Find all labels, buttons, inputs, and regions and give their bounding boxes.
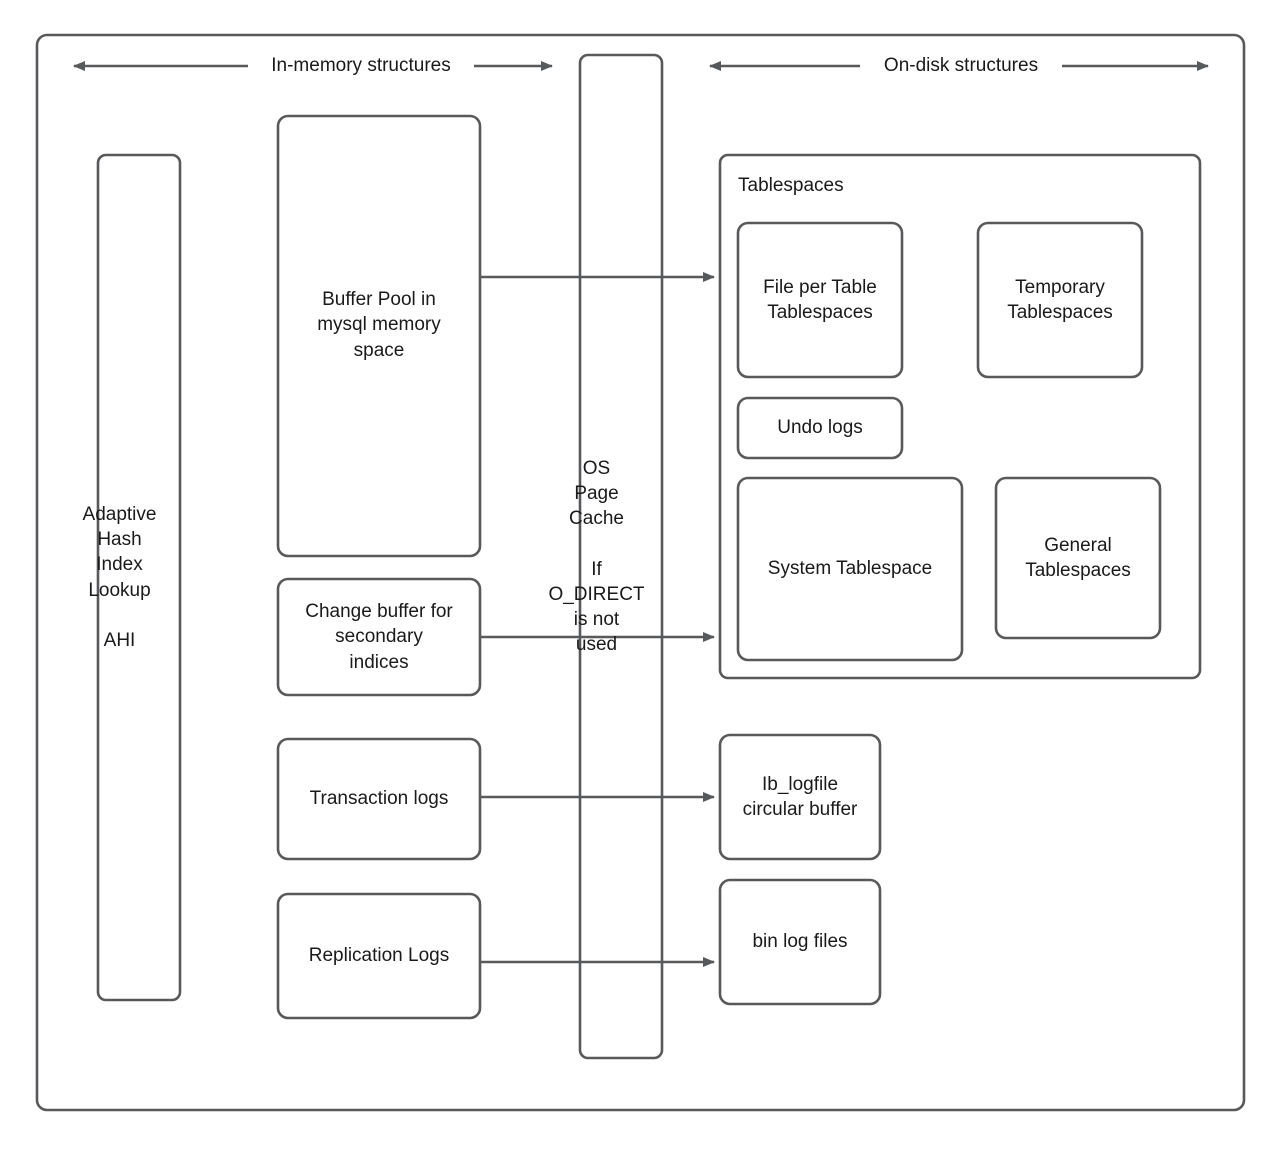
buffer-pool-label: Buffer Pool in mysql memory space	[317, 289, 441, 361]
ahi-box	[96, 153, 182, 1002]
ahi-label: Adaptive Hash Index Lookup AHI	[82, 504, 157, 651]
system-tablespace-node[interactable]: System Tablespace	[738, 478, 962, 660]
system-tablespace-box	[736, 476, 964, 662]
undo-logs-node[interactable]: Undo logs	[738, 398, 902, 458]
replication-logs-label: Replication Logs	[308, 945, 450, 967]
replication-logs-node[interactable]: Replication Logs	[278, 894, 480, 1018]
os-page-cache-node[interactable]: OS Page Cache If O_DIRECT is not used	[548, 55, 662, 1058]
os-page-cache-label: OS Page Cache If O_DIRECT is not used	[548, 458, 645, 655]
tablespaces-group-box	[718, 153, 1202, 680]
ib-logfile-node[interactable]: Ib_logfile circular buffer	[720, 735, 880, 859]
system-tablespace-label: System Tablespace	[767, 558, 933, 580]
buffer-pool-box	[276, 114, 482, 558]
ib-logfile-label: Ib_logfile circular buffer	[742, 773, 858, 820]
ib-logfile-box	[718, 733, 882, 861]
ahi-node[interactable]: Adaptive Hash Index Lookup AHI	[83, 155, 180, 1000]
transaction-logs-label: Transaction logs	[309, 788, 449, 810]
buffer-pool-node[interactable]: Buffer Pool in mysql memory space	[278, 116, 480, 556]
bin-log-files-box	[718, 878, 882, 1006]
general-tablespaces-node[interactable]: General Tablespaces	[996, 478, 1160, 638]
change-buffer-label: Change buffer for secondary indices	[305, 601, 453, 673]
on-disk-structures-label: On-disk structures	[883, 55, 1039, 76]
general-tablespaces-box	[994, 476, 1162, 640]
in-memory-structures-label: In-memory structures	[271, 55, 451, 76]
bin-log-files-node[interactable]: bin log files	[720, 880, 880, 1004]
undo-logs-box	[736, 396, 904, 460]
tablespaces-group-title: Tablespaces	[738, 175, 844, 196]
temporary-tablespaces-box	[976, 221, 1144, 379]
os-page-cache-box	[578, 53, 664, 1060]
file-per-table-box	[736, 221, 904, 379]
transaction-logs-box	[276, 737, 482, 861]
outer-frame	[35, 33, 1246, 1112]
temporary-tablespaces-label: Temporary Tablespaces	[1007, 276, 1113, 323]
replication-logs-box	[276, 892, 482, 1020]
bin-log-files-label: bin log files	[752, 931, 848, 953]
file-per-table-node[interactable]: File per Table Tablespaces	[738, 223, 902, 377]
file-per-table-label: File per Table Tablespaces	[763, 276, 877, 323]
general-tablespaces-label: General Tablespaces	[1025, 534, 1131, 581]
transaction-logs-node[interactable]: Transaction logs	[278, 739, 480, 859]
undo-logs-label: Undo logs	[777, 417, 863, 439]
change-buffer-node[interactable]: Change buffer for secondary indices	[278, 579, 480, 695]
temporary-tablespaces-node[interactable]: Temporary Tablespaces	[978, 223, 1142, 377]
